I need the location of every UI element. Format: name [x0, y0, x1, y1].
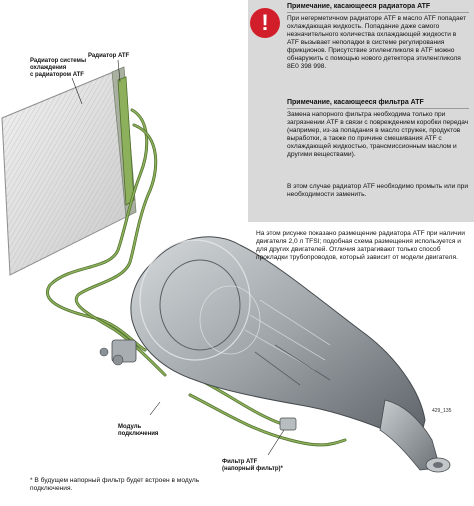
leader-lines	[71, 59, 285, 456]
footnote-text: В будущем напорный фильтр будет встроен …	[30, 477, 200, 492]
label-atf-filter-line1: Фильтр ATF	[222, 459, 258, 465]
note-radiator-title: Примечание, касающееся радиатора ATF	[287, 3, 431, 10]
cooling-radiator	[1, 66, 137, 276]
label-module-line2: подключения	[118, 431, 159, 437]
footnote: * В будущем напорный фильтр будет встрое…	[30, 477, 210, 493]
note-filter-title: Примечание, касающееся фильтра ATF	[287, 99, 424, 106]
label-radiator-system-line3: с радиатором ATF	[30, 72, 84, 78]
label-connection-module: Модуль подключения	[118, 424, 158, 438]
label-atf-radiator: Радиатор ATF	[88, 53, 129, 60]
label-radiator-system-line2: охлаждения	[30, 65, 67, 71]
footnote-mark: *	[30, 477, 33, 484]
note-radiator-body: При негерметичном радиаторе ATF в масло …	[287, 15, 467, 70]
atf-pipes	[46, 108, 347, 447]
label-atf-radiator-text: Радиатор ATF	[88, 53, 130, 59]
atf-radiator	[117, 76, 135, 206]
figure-caption: На этом рисунке показано размещение ради…	[256, 230, 465, 261]
note-filter-body-2: В этом случае радиатор ATF необходимо пр…	[287, 183, 469, 198]
label-radiator-system-line1: Радиатор системы	[30, 58, 87, 64]
label-atf-filter: Фильтр ATF (напорный фильтр)*	[222, 459, 283, 473]
label-radiator-system: Радиатор системы охлаждения с радиатором…	[30, 58, 86, 79]
label-module-line1: Модуль	[118, 424, 142, 430]
note-radiator-divider	[287, 12, 469, 13]
label-atf-filter-line2: (напорный фильтр)*	[222, 466, 283, 472]
note-filter-body-1: Замена напорного фильтра необходима толь…	[287, 111, 469, 158]
note-filter-divider	[287, 108, 469, 109]
figure-code: 429_135	[432, 408, 452, 414]
transmission-housing	[99, 236, 451, 473]
exclamation-icon: !	[250, 8, 280, 38]
notes-panel	[248, 0, 474, 222]
